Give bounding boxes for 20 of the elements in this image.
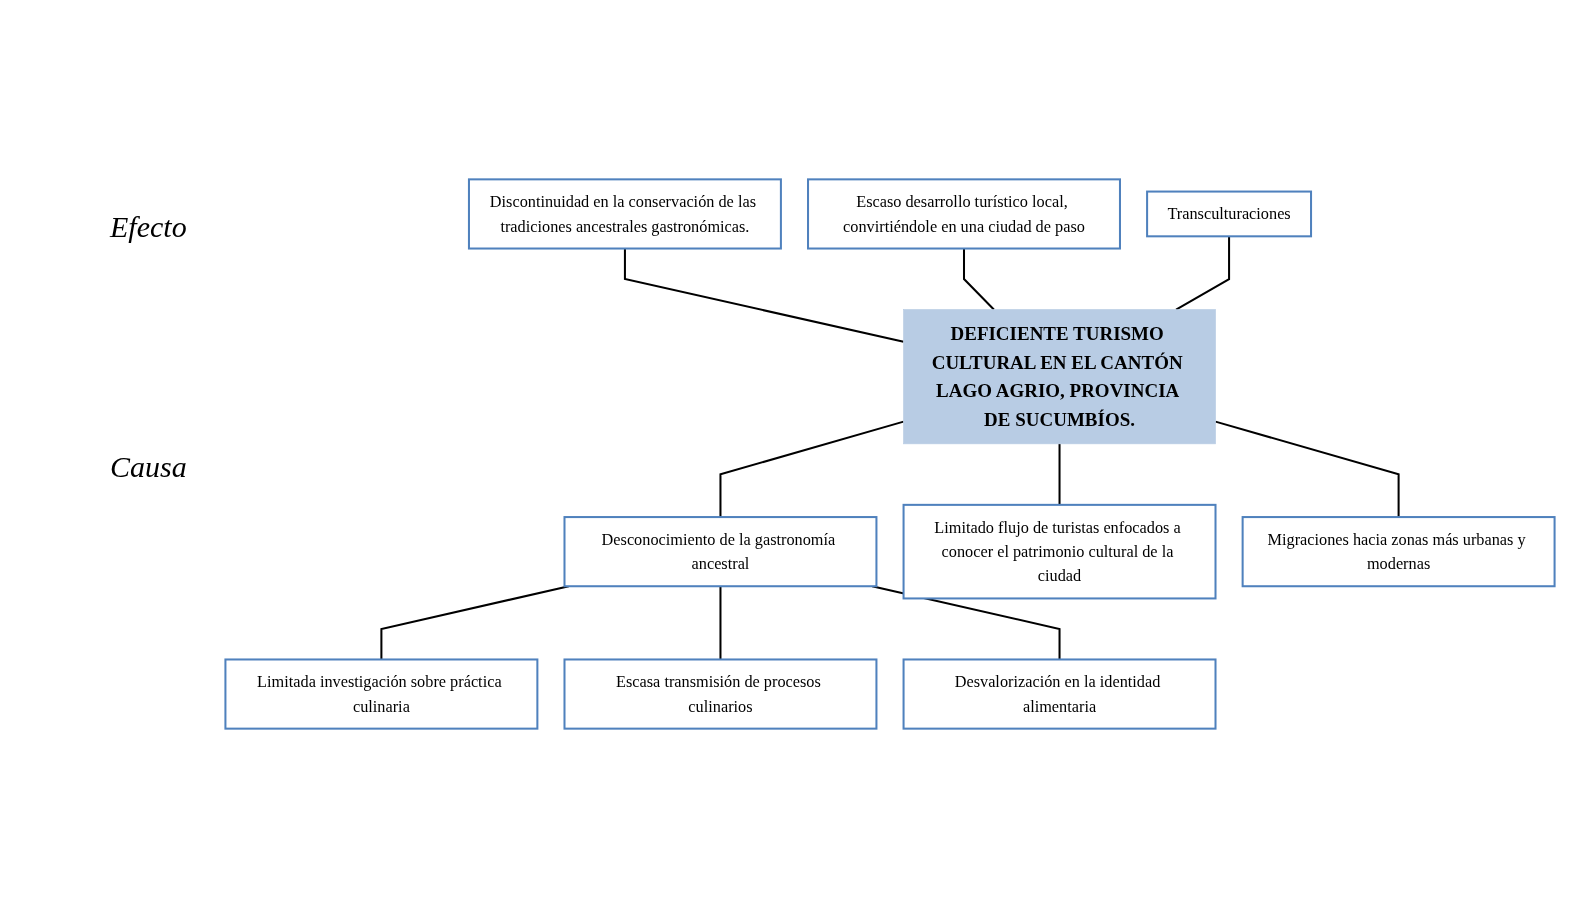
node-box: Discontinuidad en la conservación de las tradiciones ancestrales gastronómicas. (467, 178, 782, 250)
node-box: Escaso desarrollo turístico local, convirtiéndole en una ciudad de paso (807, 178, 1121, 250)
node-box: Desvalorización en la identidad alimentaria (902, 658, 1217, 730)
connector (1215, 420, 1400, 518)
connector (1058, 443, 1061, 505)
connector (719, 586, 722, 660)
node-box: Limitado flujo de turistas enfocados a conocer el patrimonio cultural de la ciudad (902, 503, 1217, 600)
node-box: Transculturaciones (1146, 190, 1313, 238)
node-box: DEFICIENTE TURISMO CULTURAL EN EL CANTÓN LAGO AGRIO, PROVINCIA DE SUCUMBÍOS. (903, 309, 1216, 445)
node-box: Migraciones hacia zonas más urbanas y modernas (1241, 516, 1556, 588)
connector (963, 248, 995, 311)
node-box: Escasa transmisión de procesos culinarios (563, 658, 878, 730)
connector (871, 585, 1061, 660)
connector (719, 420, 904, 518)
connector (380, 585, 569, 660)
node-box: Desconocimiento de la gastronomía ancestral (563, 516, 878, 588)
node-box: Limitada investigación sobre práctica culinaria (224, 658, 539, 730)
connector (623, 248, 904, 343)
section-label: Efecto (110, 210, 187, 244)
section-label: Causa (110, 450, 187, 484)
